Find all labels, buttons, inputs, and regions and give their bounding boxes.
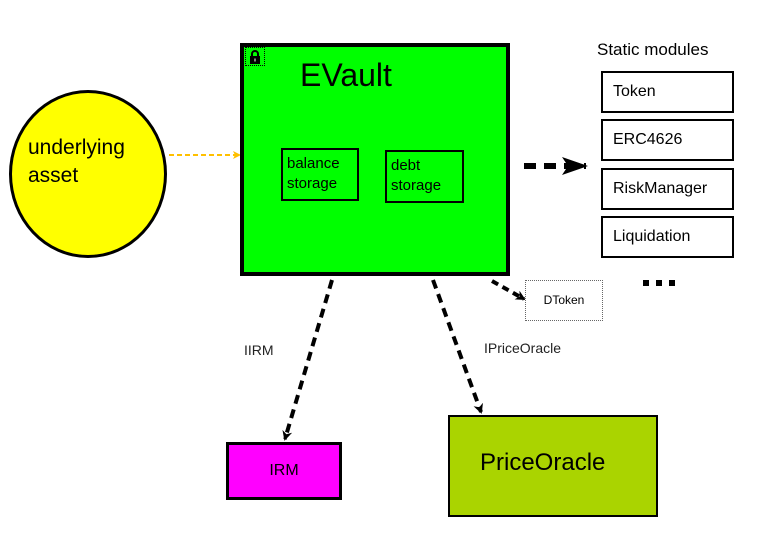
balance-storage-node[interactable]: balance storage bbox=[281, 148, 359, 201]
evault-to-priceoracle-edge bbox=[431, 279, 483, 414]
asset-label-line1: underlying bbox=[28, 136, 125, 159]
evault-node[interactable] bbox=[240, 43, 510, 276]
more-modules-ellipsis bbox=[640, 280, 680, 286]
irm-node[interactable]: IRM bbox=[226, 442, 342, 500]
asset-label-line2: asset bbox=[28, 164, 79, 187]
evault-to-dtoken-edge bbox=[491, 279, 526, 301]
dtoken-node[interactable]: DToken bbox=[525, 280, 603, 321]
module-liquidation[interactable]: Liquidation bbox=[601, 216, 734, 258]
lock-badge bbox=[245, 47, 265, 66]
evault-to-irm-edge bbox=[282, 279, 334, 441]
underlying-asset-node[interactable] bbox=[9, 90, 167, 258]
balance-storage-line1: balance bbox=[287, 155, 340, 172]
module-erc4626[interactable]: ERC4626 bbox=[601, 119, 734, 161]
evault-title: EVault bbox=[300, 57, 392, 93]
price-oracle-node[interactable]: PriceOracle bbox=[448, 415, 658, 517]
iirm-edge-label: IIRM bbox=[244, 342, 274, 358]
lock-icon bbox=[250, 50, 260, 64]
module-token[interactable]: Token bbox=[601, 71, 734, 113]
static-modules-title: Static modules bbox=[597, 40, 709, 59]
underlying-asset-label: underlying asset bbox=[28, 134, 125, 190]
balance-storage-line2: storage bbox=[287, 175, 338, 192]
ipriceoracle-edge-label: IPriceOracle bbox=[484, 340, 562, 356]
debt-storage-node[interactable]: debt storage bbox=[385, 150, 464, 203]
debt-storage-line1: debt bbox=[391, 157, 421, 174]
module-riskmanager[interactable]: RiskManager bbox=[601, 168, 734, 210]
debt-storage-line2: storage bbox=[391, 177, 442, 194]
